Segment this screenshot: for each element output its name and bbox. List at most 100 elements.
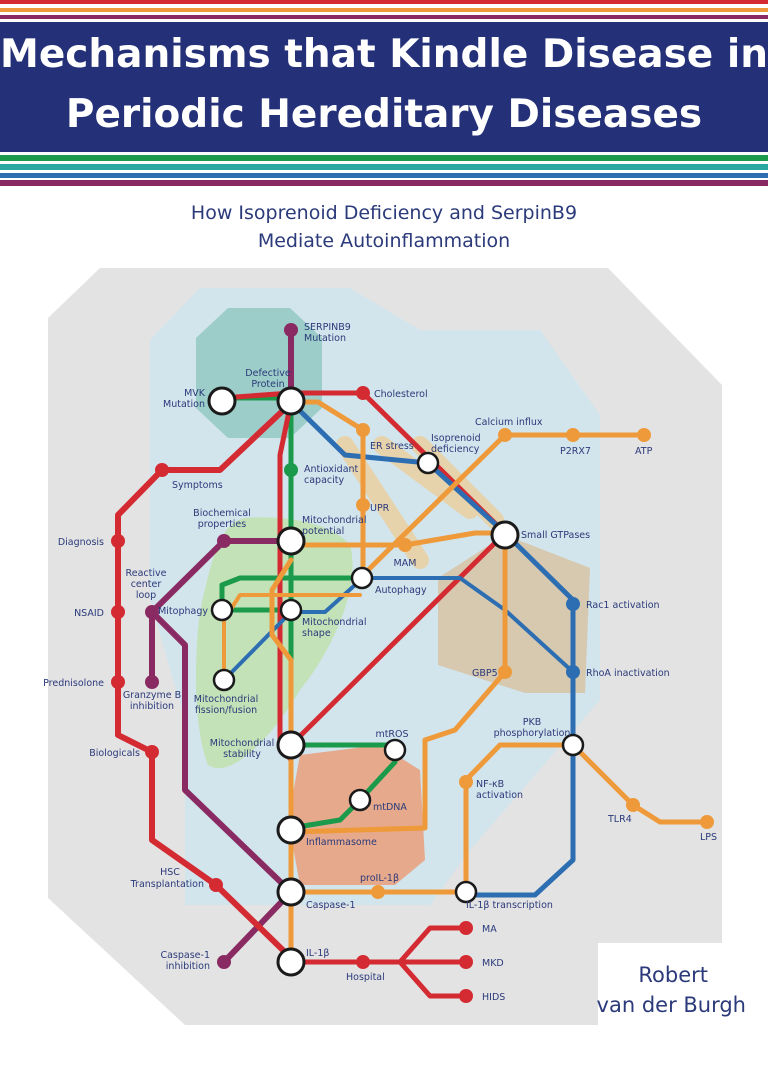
interchange-mitochondrial-potential[interactable] [276, 526, 306, 556]
station-antioxidant[interactable] [284, 463, 298, 477]
station-biologicals[interactable] [145, 745, 159, 759]
interchange-inflammasome[interactable] [276, 815, 306, 845]
station-diagnosis[interactable] [111, 534, 125, 548]
label-er-stress: ER stress [370, 441, 414, 452]
interchange-mitochondrial-stability[interactable] [276, 730, 306, 760]
station-mkd[interactable] [459, 955, 473, 969]
label-tlr4: TLR4 [607, 814, 632, 825]
station-tlr4[interactable] [626, 798, 640, 812]
page-title-line2: Periodic Hereditary Diseases [65, 92, 703, 137]
label-mitophagy: Mitophagy [158, 606, 208, 617]
red-line-hids [397, 959, 469, 999]
label-atp: ATP [635, 446, 653, 457]
label-hids: HIDS [482, 992, 505, 1003]
label-biologicals: Biologicals [89, 748, 140, 759]
label-mam: MAM [394, 558, 417, 569]
purple-line-reactive-loop [149, 609, 294, 895]
station-symptoms[interactable] [155, 463, 169, 477]
green-line-mtros [288, 742, 398, 831]
label-p2rx7: P2RX7 [560, 446, 591, 457]
top-stripe-purple [0, 15, 768, 19]
title-banner [0, 22, 768, 152]
green-line-mitophagy [219, 575, 363, 611]
station-gbp5[interactable] [498, 665, 512, 679]
interchange-mtros[interactable] [383, 738, 407, 762]
station-reactive-loop[interactable] [145, 605, 159, 619]
label-mkd: MKD [482, 958, 504, 969]
interchange-mitochondrial-shape[interactable] [279, 598, 303, 622]
bottom-stripe-green [0, 155, 768, 161]
purple-line-biochemical [149, 538, 294, 685]
interchange-isoprenoid-deficiency[interactable] [416, 451, 440, 475]
station-upr[interactable] [356, 498, 370, 512]
station-hospital[interactable] [356, 955, 370, 969]
station-prednisolone[interactable] [111, 675, 125, 689]
interchange-il1b[interactable] [276, 947, 306, 977]
station-lps[interactable] [700, 815, 714, 829]
station-biochemical[interactable] [217, 534, 231, 548]
station-rhoa[interactable] [566, 665, 580, 679]
interchange-mtdna[interactable] [348, 788, 372, 812]
interchange-mvk-mutation[interactable] [207, 386, 237, 416]
station-granzyme-b[interactable] [145, 675, 159, 689]
station-nfkb[interactable] [459, 775, 473, 789]
interchange-small-gtpases[interactable] [490, 520, 520, 550]
station-p2rx7[interactable] [566, 428, 580, 442]
interchange-autophagy[interactable] [350, 566, 374, 590]
orange-line-mito-loop [269, 557, 294, 963]
station-mam[interactable] [398, 538, 412, 552]
station-hids[interactable] [459, 989, 473, 1003]
page-title-line1: Mechanisms that Kindle Disease in [0, 32, 768, 77]
subtitle-line2: Mediate Autoinflammation [257, 230, 511, 252]
station-dots [111, 323, 714, 1003]
station-cholesterol[interactable] [356, 386, 370, 400]
station-nsaid[interactable] [111, 605, 125, 619]
label-calcium: Calcium influx [475, 417, 543, 428]
label-inflammasome: Inflammasome [306, 837, 377, 848]
label-cholesterol: Cholesterol [374, 389, 428, 400]
station-calcium-influx[interactable] [498, 428, 512, 442]
top-stripe-orange [0, 8, 768, 12]
station-atp[interactable] [637, 428, 651, 442]
interchange-fission-fusion[interactable] [212, 668, 236, 692]
station-er-stress[interactable] [356, 423, 370, 437]
interchange-caspase1[interactable] [276, 877, 306, 907]
label-mtdna: mtDNA [373, 802, 407, 813]
label-small-gtpases: Small GTPases [521, 530, 590, 541]
label-symptoms: Symptoms [172, 480, 223, 491]
label-autophagy: Autophagy [375, 585, 427, 596]
station-serpinb9[interactable] [284, 323, 298, 337]
station-ma[interactable] [459, 921, 473, 935]
region-salmon-inflammasome [288, 745, 425, 885]
station-hsc[interactable] [209, 878, 223, 892]
bottom-stripe-teal [0, 164, 768, 170]
label-ma: MA [482, 924, 497, 935]
label-lps: LPS [700, 832, 717, 843]
label-caspase1: Caspase-1 [306, 900, 356, 911]
label-il1b-transcription: IL-1β transcription [466, 900, 553, 911]
station-prol1b[interactable] [371, 885, 385, 899]
label-prednisolone: Prednisolone [43, 678, 104, 689]
interchange-rings [207, 386, 585, 977]
station-caspase-inhibition[interactable] [217, 955, 231, 969]
label-prol1b: proIL-1β [360, 873, 399, 884]
interchange-mitophagy[interactable] [210, 598, 234, 622]
label-mtros: mtROS [375, 729, 408, 740]
interchange-pkb[interactable] [561, 733, 585, 757]
orange-line-prol1b [288, 742, 710, 895]
interchange-il1b-transcription[interactable] [454, 880, 478, 904]
red-line-symptoms [115, 400, 294, 961]
label-gbp5: GBP5 [472, 668, 498, 679]
station-rac1[interactable] [566, 597, 580, 611]
inner-region [150, 288, 600, 905]
label-rac1: Rac1 activation [586, 600, 660, 611]
interchange-defective-protein[interactable] [276, 386, 306, 416]
